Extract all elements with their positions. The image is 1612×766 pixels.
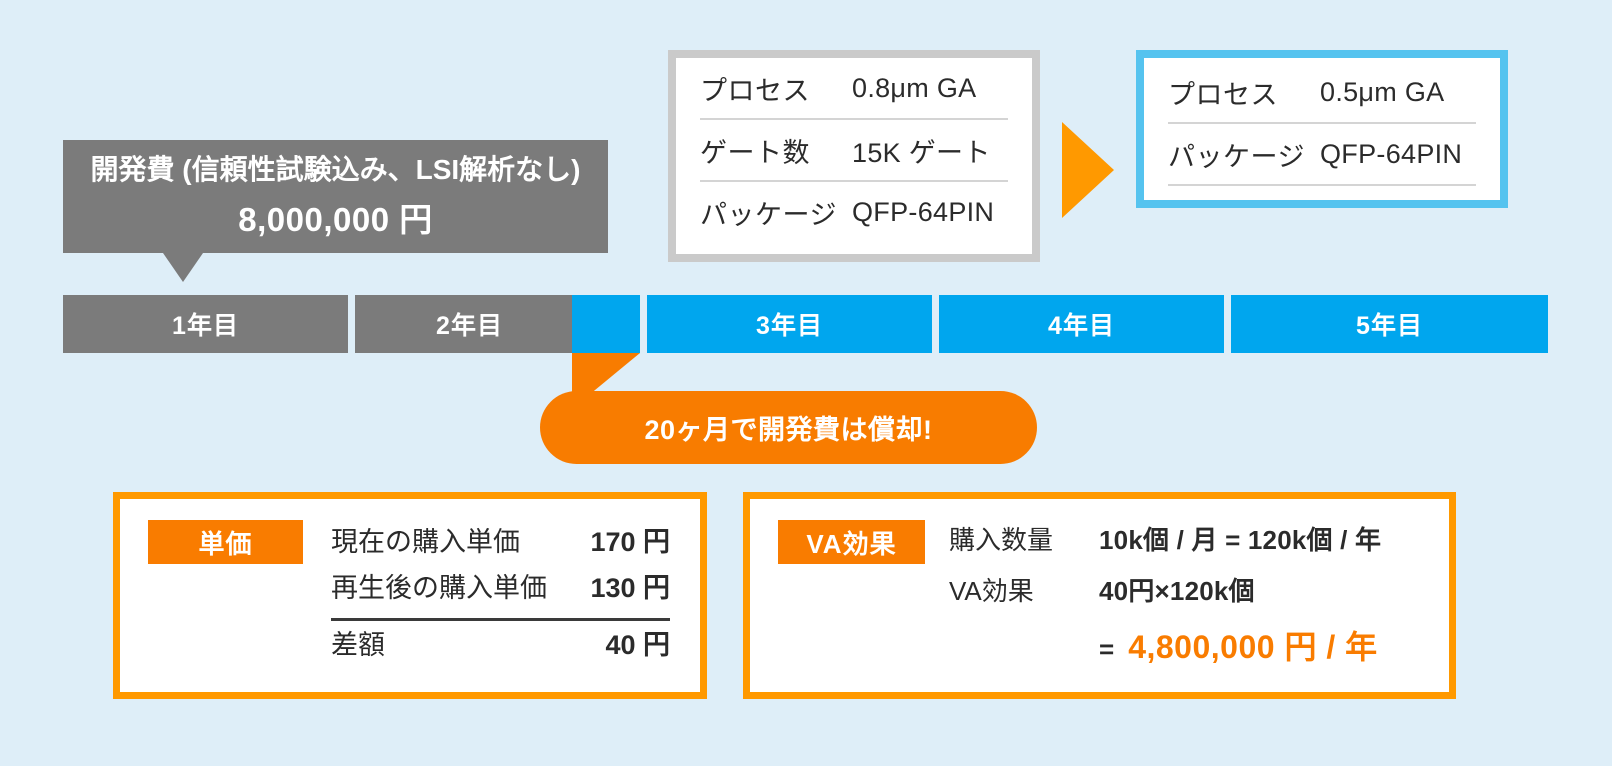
development-cost-banner: 開発費 (信頼性試験込み、LSI解析なし) 8,000,000 円 [63, 140, 608, 253]
arrow-right-icon [1062, 122, 1114, 218]
va-effect-card: VA効果 購入数量 10k個 / 月 = 120k個 / 年 VA効果 40円×… [743, 492, 1456, 699]
spec-rows-after: プロセス 0.5μm GA パッケージ QFP-64PIN [1144, 58, 1500, 186]
divider [331, 618, 670, 621]
spec-key: プロセス [1168, 79, 1278, 110]
spec-row: プロセス 0.5μm GA [1168, 62, 1476, 124]
spec-row: パッケージ QFP-64PIN [700, 182, 1008, 242]
spec-row: ゲート数 15K ゲート [700, 120, 1008, 182]
row-value: 40円×120k個 [1099, 576, 1255, 606]
timeline-segment-label: 2年目 [436, 312, 503, 340]
spec-key: パッケージ [700, 199, 837, 230]
equals-sign: = [1099, 634, 1115, 664]
timeline-segment-year5: 5年目 [1231, 295, 1548, 353]
spec-row: パッケージ QFP-64PIN [1168, 124, 1476, 186]
va-effect-result-row: = 4,800,000 円 / 年 [949, 622, 1431, 668]
row-label: 再生後の購入単価 [331, 573, 547, 603]
va-effect-rows: 購入数量 10k個 / 月 = 120k個 / 年 VA効果 40円×120k個… [925, 520, 1449, 692]
spec-row: プロセス 0.8μm GA [700, 58, 1008, 120]
table-row: 再生後の購入単価 130 円 [331, 566, 670, 612]
timeline-segment-year1: 1年目 [63, 295, 348, 353]
va-effect-badge-column: VA効果 [750, 520, 925, 692]
spec-rows-before: プロセス 0.8μm GA ゲート数 15K ゲート パッケージ QFP-64P… [676, 58, 1032, 242]
spec-value: 0.5μm GA [1320, 76, 1445, 107]
spec-key: プロセス [700, 75, 810, 106]
row-label: 差額 [331, 630, 385, 660]
table-row: VA効果 40円×120k個 [949, 571, 1431, 608]
timeline-segment-year2-blue [572, 295, 640, 353]
timeline-segment-label: 4年目 [1048, 312, 1115, 340]
table-row: 購入数量 10k個 / 月 = 120k個 / 年 [949, 520, 1431, 557]
row-label: 現在の購入単価 [331, 527, 520, 557]
cost-banner-pointer [163, 253, 203, 282]
payback-callout: 20ヶ月で開発費は償却! [540, 391, 1037, 464]
spec-value: 0.8μm GA [852, 72, 977, 103]
timeline-segment-year3: 3年目 [647, 295, 932, 353]
timeline-segment-label: 3年目 [756, 312, 823, 340]
va-effect-result-value: 4,800,000 円 / 年 [1128, 629, 1378, 665]
row-value: 10k個 / 月 = 120k個 / 年 [1099, 525, 1382, 555]
spec-card-before: プロセス 0.8μm GA ゲート数 15K ゲート パッケージ QFP-64P… [668, 50, 1040, 262]
spec-key: ゲート数 [700, 137, 810, 168]
spec-value: QFP-64PIN [1320, 138, 1463, 169]
spec-value: QFP-64PIN [852, 196, 995, 227]
row-label: VA効果 [949, 576, 1034, 606]
timeline-segment-year4: 4年目 [939, 295, 1224, 353]
timeline: 1年目 2年目 3年目 4年目 5年目 [63, 295, 1548, 353]
row-value: 130 円 [590, 573, 670, 603]
unit-price-badge-column: 単価 [120, 520, 303, 692]
table-row-total: 差額 40 円 [331, 623, 670, 669]
timeline-segment-label: 1年目 [172, 312, 239, 340]
row-value: 40 円 [605, 630, 670, 660]
timeline-segment-label: 5年目 [1356, 312, 1423, 340]
spec-key: パッケージ [1168, 141, 1305, 172]
va-effect-badge: VA効果 [778, 520, 925, 564]
unit-price-badge: 単価 [148, 520, 303, 564]
spec-value: 15K ゲート [852, 137, 991, 168]
cost-banner-title: 開発費 (信頼性試験込み、LSI解析なし) [90, 154, 581, 185]
unit-price-card: 単価 現在の購入単価 170 円 再生後の購入単価 130 円 差額 40 円 [113, 492, 707, 699]
unit-price-rows: 現在の購入単価 170 円 再生後の購入単価 130 円 差額 40 円 [303, 520, 700, 692]
table-row: 現在の購入単価 170 円 [331, 520, 670, 566]
va-effect-card-body: VA効果 購入数量 10k個 / 月 = 120k個 / 年 VA効果 40円×… [750, 499, 1449, 692]
spec-card-after: プロセス 0.5μm GA パッケージ QFP-64PIN [1136, 50, 1508, 208]
timeline-segment-year2: 2年目 [355, 295, 640, 353]
cost-banner-amount: 8,000,000 円 [238, 201, 433, 238]
row-value: 170 円 [590, 527, 670, 557]
timeline-segment-year2-gray [355, 295, 572, 353]
payback-callout-text: 20ヶ月で開発費は償却! [644, 415, 933, 445]
row-label: 購入数量 [949, 525, 1054, 555]
unit-price-card-body: 単価 現在の購入単価 170 円 再生後の購入単価 130 円 差額 40 円 [120, 499, 700, 692]
